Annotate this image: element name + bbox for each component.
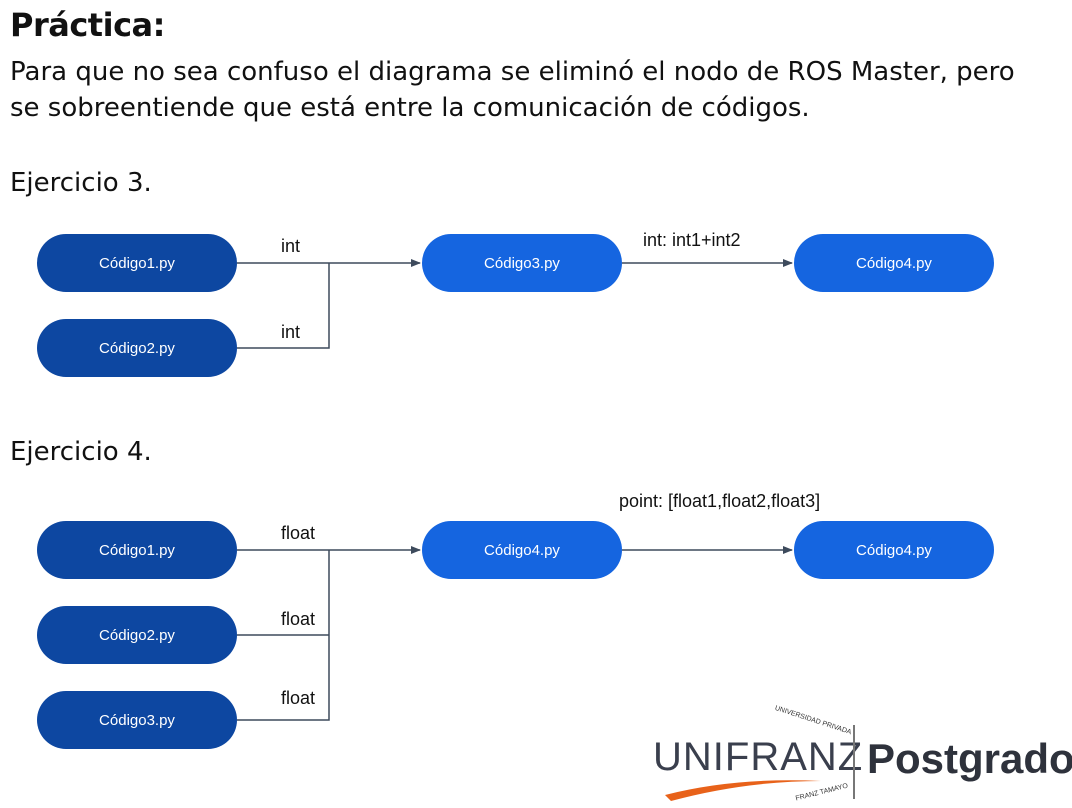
- ex3-node-codigo3: Código3.py: [422, 234, 622, 292]
- ex3-node-codigo2: Código2.py: [37, 319, 237, 377]
- logo-separator: [853, 725, 855, 799]
- logo-wordmark: UNIFRANZ: [653, 735, 864, 779]
- page-title: Práctica:: [10, 6, 165, 44]
- ex4-label-float-1: float: [281, 523, 316, 543]
- intro-line-1: Para que no sea confuso el diagrama se e…: [10, 57, 1015, 87]
- ex3-node-codigo1: Código1.py: [37, 234, 237, 292]
- ex4-edge-code3-merge: [237, 550, 330, 721]
- intro-text: Para que no sea confuso el diagrama se e…: [10, 54, 1050, 126]
- ex4-node-codigo1: Código1.py: [37, 521, 237, 579]
- ex4-label-float-3: float: [281, 688, 316, 708]
- ex4-node-codigo2: Código2.py: [37, 606, 237, 664]
- ex3-label-sum: int: int1+int2: [643, 230, 741, 250]
- ex3-label-int-1: int: [281, 236, 301, 256]
- unifranz-postgrado-logo: UNIVERSIDAD PRIVADA UNIFRANZ FRANZ TAMAY…: [645, 705, 1072, 805]
- ex4-label-float-2: float: [281, 609, 316, 629]
- ex4-node-codigo4-mid: Código4.py: [422, 521, 622, 579]
- exercise3-heading: Ejercicio 3.: [10, 168, 152, 198]
- intro-line-2: se sobreentiende que está entre la comun…: [10, 93, 810, 123]
- ex4-label-point: point: [float1,float2,float3]: [619, 491, 821, 511]
- ex3-label-int-2: int: [281, 322, 301, 342]
- ex4-node-codigo3: Código3.py: [37, 691, 237, 749]
- ex3-node-codigo4: Código4.py: [794, 234, 994, 292]
- ex4-node-codigo4-final: Código4.py: [794, 521, 994, 579]
- exercise4-heading: Ejercicio 4.: [10, 437, 152, 467]
- logo-swoosh-icon: [665, 780, 821, 801]
- logo-postgrado: Postgrado: [867, 735, 1072, 782]
- ex3-edge-code2-merge: [237, 263, 330, 349]
